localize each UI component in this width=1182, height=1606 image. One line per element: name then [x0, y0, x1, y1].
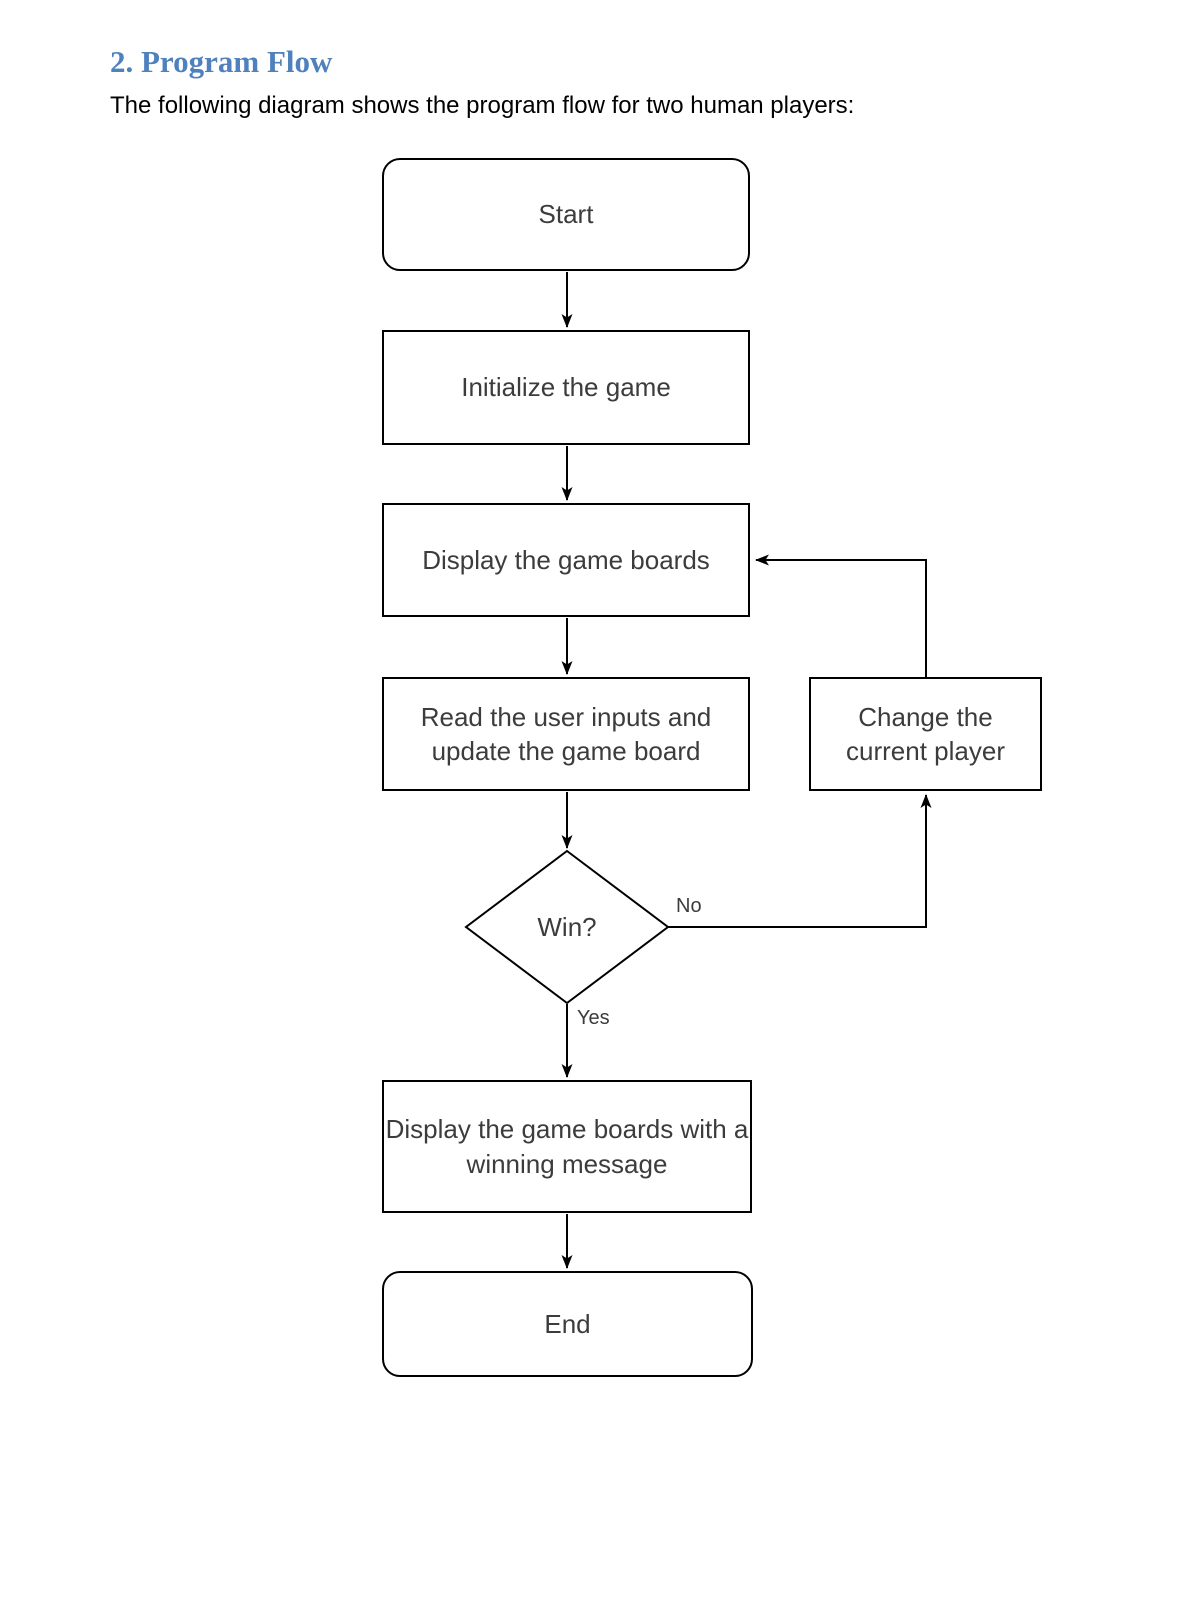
node-end: End — [382, 1271, 753, 1377]
node-display-winning-message: Display the game boards with a winning m… — [382, 1080, 752, 1213]
section-heading: 2. Program Flow — [110, 44, 333, 79]
node-read-user-inputs: Read the user inputs and update the game… — [382, 677, 750, 791]
node-start: Start — [382, 158, 750, 271]
edge-change-display-loop — [755, 554, 927, 678]
edge-label-no: No — [676, 895, 702, 917]
win-decision-shape — [464, 849, 670, 1005]
node-win-decision: Win? — [537, 911, 597, 942]
intro-text: The following diagram shows the program … — [110, 92, 855, 119]
edge-win-change-no — [668, 794, 932, 928]
node-display-game-boards: Display the game boards — [382, 503, 750, 617]
edge-label-yes: Yes — [577, 1007, 610, 1029]
node-change-current-player: Change the current player — [809, 677, 1042, 791]
node-initialize-game: Initialize the game — [382, 330, 750, 445]
